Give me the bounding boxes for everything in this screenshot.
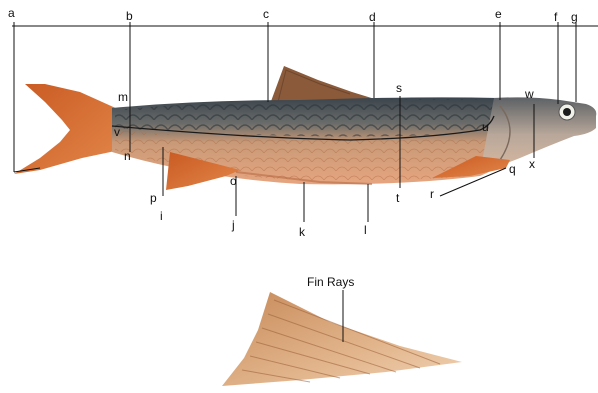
label-k: k <box>299 225 306 239</box>
label-o: o <box>230 174 237 188</box>
label-v: v <box>114 125 120 139</box>
label-r: r <box>430 187 434 201</box>
label-x: x <box>529 157 535 171</box>
fin-clip <box>222 292 462 386</box>
label-i: i <box>160 209 163 223</box>
label-g: g <box>571 10 578 24</box>
label-l: l <box>364 223 367 237</box>
label-m: m <box>118 90 128 104</box>
label-s: s <box>396 81 402 95</box>
label-q: q <box>509 162 516 176</box>
label-d: d <box>369 10 376 24</box>
label-n: n <box>124 149 131 163</box>
label-t: t <box>396 191 400 205</box>
fin-rays-caption: Fin Rays <box>307 275 354 289</box>
label-p: p <box>150 191 157 205</box>
label-w: w <box>524 87 534 101</box>
fin-detail: Fin Rays <box>222 275 462 386</box>
caudal-fin <box>14 84 120 174</box>
label-u: u <box>482 120 489 134</box>
label-a: a <box>8 6 15 20</box>
label-f: f <box>554 10 558 24</box>
label-j: j <box>231 218 235 232</box>
label-e: e <box>495 7 502 21</box>
label-b: b <box>126 9 133 23</box>
label-c: c <box>263 7 269 21</box>
